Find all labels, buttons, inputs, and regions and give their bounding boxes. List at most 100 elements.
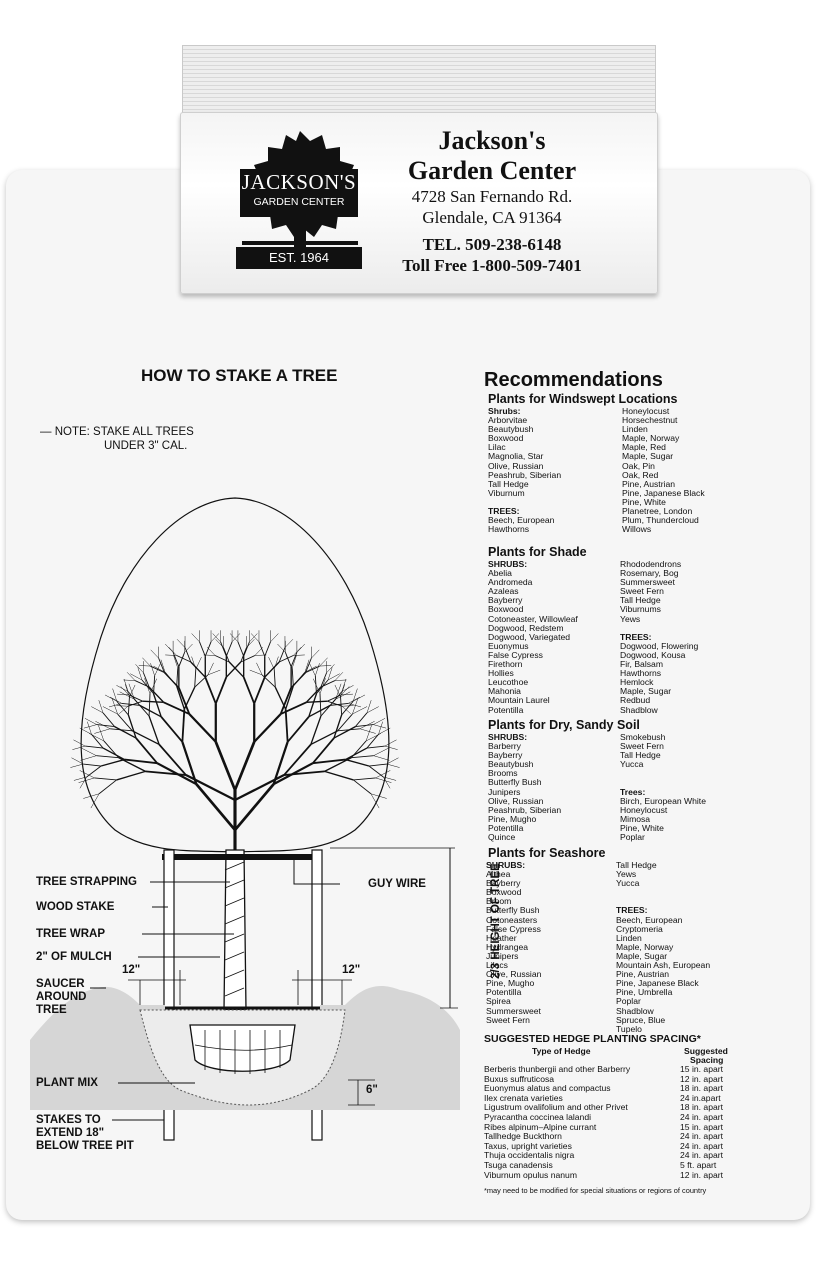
plant-list-item: Andromeda bbox=[488, 577, 533, 588]
plant-list-item: Pine, White bbox=[622, 496, 666, 507]
plant-list-item: Plum, Thundercloud bbox=[622, 515, 699, 526]
left-wood-stake bbox=[163, 849, 175, 1141]
hedge-footnote: *may need to be modified for special sit… bbox=[484, 1186, 707, 1196]
logo-subtitle: GARDEN CENTER bbox=[253, 196, 345, 208]
plant-list-item: Linden bbox=[616, 932, 642, 943]
hedge-header-row: Type of Hedge Suggested Spacing bbox=[484, 1045, 744, 1065]
plant-category-label: TREES: bbox=[616, 905, 648, 916]
plant-list-item: Maple, Sugar bbox=[622, 451, 674, 462]
plant-category-label: Shrubs: bbox=[488, 406, 521, 416]
tree-branches bbox=[70, 630, 400, 860]
hedge-spacing: 18 in. apart bbox=[680, 1083, 723, 1094]
plant-list-item: Abelia bbox=[488, 568, 512, 579]
plant-category-label: SHRUBS: bbox=[486, 860, 526, 870]
plant-list-item: Tall Hedge bbox=[616, 860, 657, 870]
plant-list-item: Oak, Red bbox=[622, 469, 659, 480]
store-telephone: TEL. 509-238-6148 bbox=[422, 235, 562, 254]
store-address-1: 4728 San Fernando Rd. bbox=[411, 187, 573, 206]
plant-list-item: Honeylocust bbox=[622, 406, 670, 416]
plant-list-item: Junipers bbox=[486, 950, 519, 961]
plant-list-item: Junipers bbox=[488, 786, 521, 797]
tree-strapping-band bbox=[162, 854, 322, 860]
hedge-spacing: 15 in. apart bbox=[680, 1121, 723, 1132]
plant-list-item: Rosemary, Bog bbox=[620, 568, 679, 579]
tree-wrap-stripes bbox=[224, 861, 245, 997]
plant-list-item: Maple, Sugar bbox=[616, 950, 668, 961]
plant-list-item: Maple, Red bbox=[622, 442, 666, 453]
label-mulch: 2" OF MULCH bbox=[36, 951, 112, 963]
plant-list-item: Beautybush bbox=[488, 759, 534, 770]
plant-list-item: Cotoneasters bbox=[486, 914, 538, 925]
hedge-row: Thuja occidentalis nigra 24 in. apart bbox=[484, 1151, 744, 1161]
section-heading: Plants for Windswept Locations bbox=[488, 392, 678, 406]
tree-trunk bbox=[223, 849, 247, 1011]
guy-wire-line bbox=[293, 860, 340, 885]
logo-name: JACKSON'S bbox=[241, 170, 357, 194]
plant-list-item: Cotoneaster, Willowleaf bbox=[488, 613, 578, 624]
label-tree-wrap: TREE WRAP bbox=[36, 928, 105, 940]
plant-list-item: Summersweet bbox=[486, 1005, 541, 1016]
hedge-name: Euonymus alatus and compactus bbox=[484, 1083, 611, 1094]
plant-list-item: Mimosa bbox=[620, 813, 651, 824]
plant-list-item: Dogwood, Variegated bbox=[488, 631, 571, 642]
staking-note: — NOTE: STAKE ALL TREES UNDER 3" CAL. bbox=[40, 425, 194, 453]
hedge-row: Euonymus alatus and compactus 18 in. apar… bbox=[484, 1084, 744, 1094]
label-right-12: 12" bbox=[342, 964, 361, 976]
plant-list-item: False Cypress bbox=[486, 923, 541, 934]
section-heading: Plants for Shade bbox=[488, 545, 587, 559]
plant-list-item: Barberry bbox=[488, 741, 521, 752]
plant-list-item: Olive, Russian bbox=[486, 969, 542, 980]
plant-list-item: False Cypress bbox=[488, 649, 543, 660]
plant-list-item: Fir, Balsam bbox=[620, 659, 663, 670]
hedge-spacing: 24 in. apart bbox=[680, 1150, 723, 1161]
plant-list-item: Peashrub, Siberian bbox=[488, 804, 562, 815]
plant-list-item: Planetree, London bbox=[622, 506, 693, 517]
plant-list-item: Hawthorns bbox=[620, 668, 662, 679]
hedge-row: Pyracantha coccinea lalandi 24 in. apart bbox=[484, 1111, 744, 1123]
plant-list-item: Poplar bbox=[620, 832, 645, 843]
recommendations-title: Recommendations bbox=[484, 369, 663, 391]
label-stakes: STAKES TO EXTEND 18" BELOW TREE PIT bbox=[36, 1114, 134, 1152]
plant-list-item: Bayberry bbox=[488, 595, 523, 606]
plant-category-label: TREES: bbox=[620, 631, 652, 642]
staking-title: HOW TO STAKE A TREE bbox=[141, 366, 338, 385]
label-six-inch: 6" bbox=[366, 1084, 378, 1096]
hedge-name: Pyracantha coccinea lalandi bbox=[484, 1111, 592, 1122]
plant-list-item bbox=[620, 769, 706, 778]
hedge-spacing: 24 in. apart bbox=[680, 1140, 723, 1151]
plant-list-item: Pine, Mugho bbox=[488, 813, 537, 824]
hedge-name: Buxus suffruticosa bbox=[484, 1073, 555, 1084]
plant-list-item: Sweet Fern bbox=[620, 586, 664, 597]
hedge-col-spacing-2: Spacing bbox=[690, 1055, 724, 1065]
plant-list-item: Horsechestnut bbox=[622, 415, 678, 426]
plant-list-item: Viburnums bbox=[620, 604, 661, 615]
plant-list-item: Pine, Austrian bbox=[622, 478, 676, 489]
plant-list-item: Willows bbox=[622, 524, 652, 535]
plant-list-item: Potentilla bbox=[488, 704, 524, 715]
hedge-spacing: 24 in. apart bbox=[680, 1111, 723, 1122]
plant-list-item: Maple, Norway bbox=[616, 941, 674, 952]
section-heading: Plants for Seashore bbox=[488, 846, 606, 860]
plant-list-item: Pine, Japanese Black bbox=[616, 978, 699, 989]
hedge-name: Thuja occidentalis nigra bbox=[484, 1150, 575, 1161]
plant-list-item: Cryptomeria bbox=[616, 923, 663, 934]
plant-list-item: Dogwood, Redstem bbox=[488, 622, 564, 633]
logo-established: EST. 1964 bbox=[236, 247, 362, 269]
plant-list-item: Quince bbox=[488, 832, 516, 843]
hedge-name: Ribes alpinum–Alpine currant bbox=[484, 1121, 597, 1132]
hedge-name: Tsuga canadensis bbox=[484, 1159, 553, 1170]
label-guy-wire: GUY WIRE bbox=[368, 878, 426, 890]
section-heading: Plants for Dry, Sandy Soil bbox=[488, 718, 640, 732]
plant-list-item: Yews bbox=[616, 869, 637, 880]
plant-list-item: Hemlock bbox=[620, 677, 654, 688]
plant-list-item: Oak, Pin bbox=[622, 460, 655, 471]
